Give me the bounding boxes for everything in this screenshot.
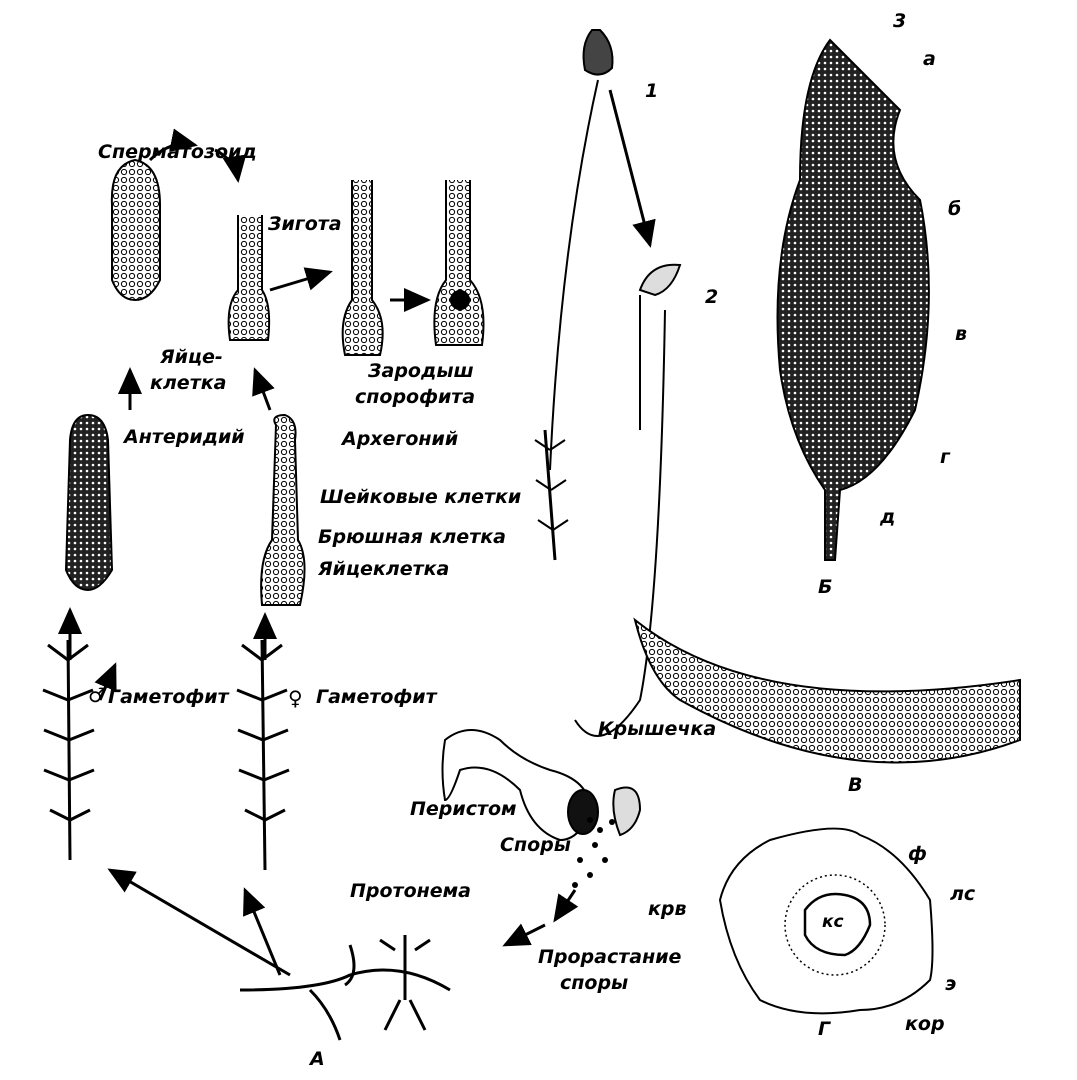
label-v: в — [955, 323, 968, 345]
label-egg-cell-line2: клетка — [150, 372, 227, 394]
cycle-arrows — [58, 89, 656, 977]
label-archegonium: Архегоний — [342, 428, 459, 450]
female-gametophyte-plant — [236, 639, 290, 871]
antheridium — [64, 413, 114, 592]
label-neck-cells: Шейковые клетки — [320, 486, 522, 508]
capsule-section-B — [776, 38, 930, 561]
embryo-archegonium — [433, 180, 485, 346]
stem-cross-section-G — [718, 827, 934, 1015]
label-egg-cell-line1: Яйце- — [160, 346, 223, 368]
label-embryo-line2: спорофита — [355, 386, 476, 408]
label-operculum: Крышечка — [598, 718, 717, 740]
label-peristome: Перистом — [410, 798, 517, 820]
label-ks: кс — [822, 912, 844, 932]
label-e: э — [945, 973, 957, 995]
label-zygote: Зигота — [268, 213, 342, 235]
label-2: 2 — [705, 286, 719, 308]
label-b: б — [948, 198, 962, 220]
panel-label-V: В — [848, 774, 863, 796]
label-3: 3 — [893, 10, 907, 32]
label-spores: Споры — [500, 834, 571, 856]
female-symbol: ♀ — [288, 686, 303, 710]
label-germination-line1: Прорастание — [538, 946, 682, 968]
label-germination-line2: споры — [560, 972, 629, 994]
label-ls: лс — [950, 883, 976, 905]
label-g: г — [940, 446, 950, 468]
label-antheridium: Антеридий — [124, 426, 245, 448]
label-f: ф — [908, 843, 927, 865]
label-kor: кор — [905, 1013, 945, 1035]
label-female-gametophyte: Гаметофит — [316, 686, 437, 708]
label-spermatozoid: Сперматозоид — [98, 141, 257, 163]
label-egg: Яйцеклетка — [318, 558, 450, 580]
capsule-2 — [574, 263, 682, 737]
male-gametophyte-plant — [42, 639, 95, 861]
archegonium — [260, 413, 306, 606]
panel-label-A: А — [310, 1048, 325, 1070]
panel-label-B: Б — [818, 576, 833, 598]
panel-label-G: Г — [818, 1018, 831, 1040]
label-embryo-line1: Зародыш — [368, 360, 474, 382]
label-d: д — [880, 506, 896, 528]
open-antheridium — [110, 158, 161, 302]
label-protonema: Протонема — [350, 880, 471, 902]
sporophyte-with-capsule — [534, 29, 614, 561]
zygote-archegonium — [341, 180, 384, 356]
male-symbol: ♂ — [88, 683, 106, 707]
label-a: а — [923, 48, 936, 70]
open-capsule — [441, 729, 642, 888]
archegonium-fertilization — [227, 215, 271, 341]
protonema-drawing — [239, 935, 451, 1041]
label-1: 1 — [645, 80, 659, 102]
label-ventral-cell: Брюшная клетка — [318, 526, 506, 548]
tissue-section-V — [633, 617, 1021, 764]
label-krv: крв — [648, 898, 687, 920]
label-male-gametophyte: Гаметофит — [108, 686, 229, 708]
